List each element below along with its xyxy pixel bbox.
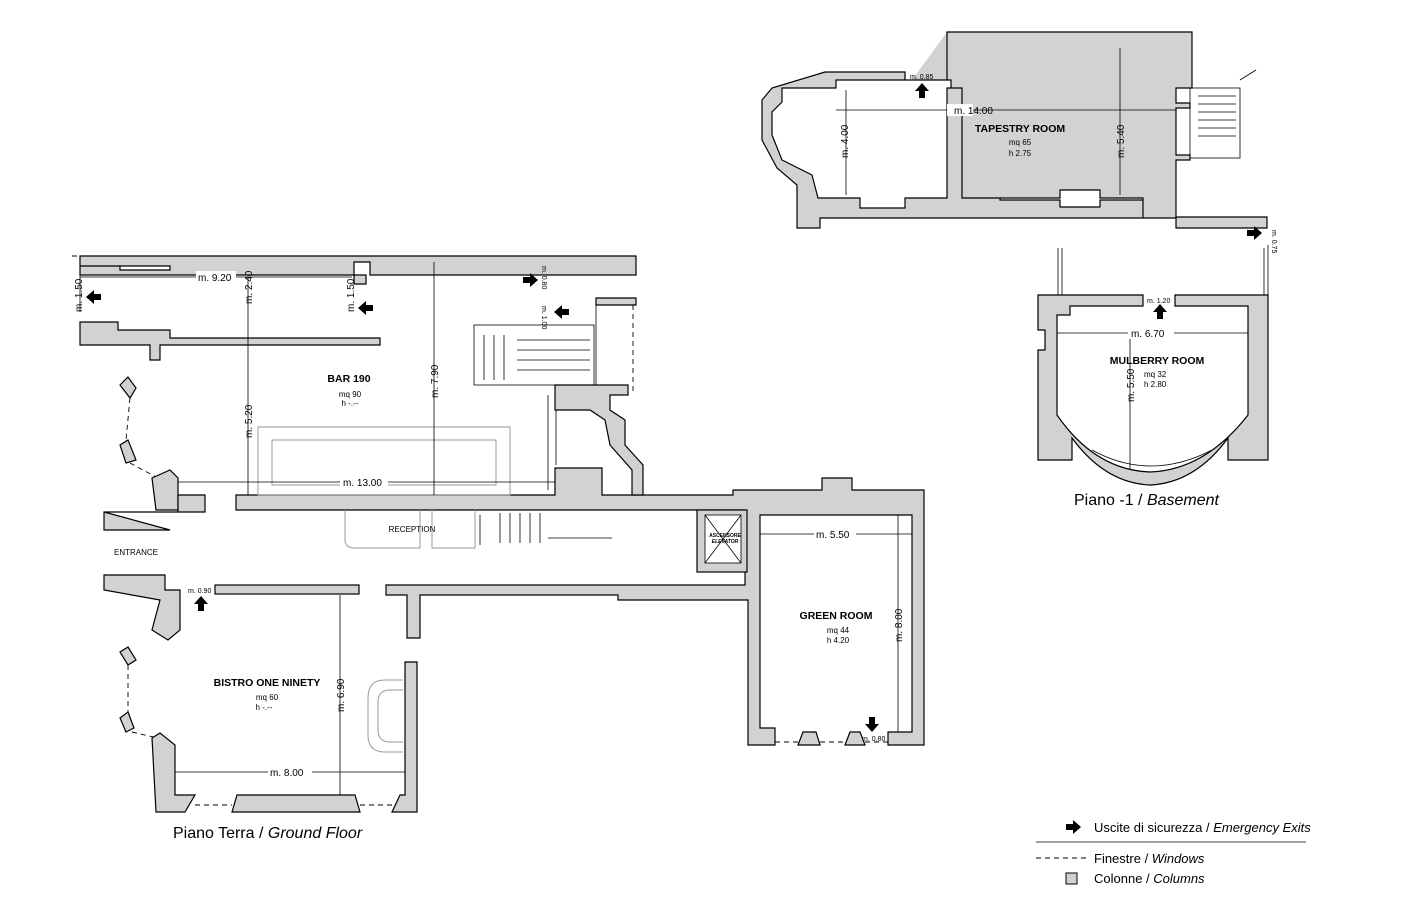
mulberry-walls (1037, 294, 1269, 486)
tapestry-height: h 2.75 (1009, 149, 1032, 158)
tapestry-room-plan: m. 14.00 m. 4.00 m. 5.40 m. 0.85 TAPESTR… (761, 31, 1268, 229)
bar-top-wall (79, 255, 637, 285)
tapestry-exit-arrow-icon (915, 83, 929, 98)
basement-caption: Piano -1 / Basement (1074, 492, 1220, 509)
column-square-icon (1065, 872, 1078, 885)
green-room-name: GREEN ROOM (800, 610, 873, 622)
bar-exit-left-arrow-icon (86, 290, 101, 304)
bistro-exit-arrow-icon (194, 596, 208, 611)
elevator-label-it: ASCENSORE (709, 533, 741, 539)
bar-exit-mid-arrow-icon (358, 301, 373, 315)
bistro-height: h -.-- (256, 703, 273, 712)
bar-150a-dim: m. 1.50 (74, 278, 85, 312)
mulberry-area: mq 32 (1144, 370, 1167, 379)
bar-area: mq 90 (339, 390, 362, 399)
mulberry-room-name: MULBERRY ROOM (1110, 355, 1205, 367)
ground-floor-caption: Piano Terra / Ground Floor (173, 825, 363, 842)
tapestry-walls (761, 31, 1268, 229)
mulberry-exit-dim: m. 1.20 (1147, 298, 1170, 305)
emergency-exit-arrow-icon (1066, 820, 1081, 834)
ground-floor-plan: ENTRANCE ASCENSORE ELEVATOR (72, 255, 925, 813)
bar-1300-dim: m. 13.00 (343, 478, 382, 489)
bar-790-dim: m. 7.90 (430, 364, 441, 398)
legend: Uscite di sicurezza / Emergency Exits Fi… (1036, 820, 1311, 886)
mulberry-exit-arrow-icon (1153, 304, 1167, 319)
tapestry-width1-dim: m. 4.00 (840, 124, 851, 158)
bar-top-dim: m. 9.20 (198, 273, 232, 284)
bar-left-wall (79, 321, 381, 361)
tapestry-area: mq 65 (1009, 138, 1032, 147)
bistro-690-dim: m. 6.90 (336, 678, 347, 712)
elevator-label-en: ELEVATOR (712, 539, 739, 545)
entrance-wall-lower (103, 574, 181, 641)
bar-height: h -.-- (342, 399, 359, 408)
legend-columns: Colonne / Columns (1094, 871, 1205, 886)
tapestry-room-name: TAPESTRY ROOM (975, 123, 1065, 135)
mulberry-height: h 2.80 (1144, 380, 1167, 389)
corridor-wall (235, 467, 925, 746)
tapestry-stair (1189, 87, 1241, 159)
basement-exit-dim: m. 0.75 (1270, 230, 1277, 253)
mulberry-width-dim: m. 6.70 (1131, 329, 1165, 340)
mulberry-height-dim: m. 5.50 (1126, 368, 1137, 402)
green-exit-dim: m. 0.80 (862, 736, 885, 743)
legend-windows: Finestre / Windows (1094, 851, 1205, 866)
bar-exit-stair-arrow-icon (554, 305, 569, 319)
bar-100-dim: m. 1.00 (540, 306, 547, 329)
tapestry-exit-dim: m. 0.85 (910, 74, 933, 81)
bistro-room-name: BISTRO ONE NINETY (214, 677, 321, 689)
green-550-dim: m. 5.50 (816, 530, 850, 541)
bistro-exit-dim: m. 0.90 (188, 588, 211, 595)
bar-240-dim: m. 2.40 (244, 270, 255, 304)
bar-080-dim: m. 0.80 (540, 266, 547, 289)
bistro-top-wall (214, 584, 360, 595)
bistro-area: mq 60 (256, 693, 279, 702)
bar-520-dim: m. 5.20 (244, 404, 255, 438)
green-800-dim: m. 8.00 (894, 608, 905, 642)
mulberry-room-plan: m. 0.75 m. 6.70 m. 5.50 m. 1.20 MULBERRY… (1037, 226, 1277, 486)
green-height: h 4.20 (827, 636, 850, 645)
tapestry-width2-dim: m. 5.40 (1116, 124, 1127, 158)
legend-exits: Uscite di sicurezza / Emergency Exits (1094, 820, 1311, 835)
tapestry-length-dim: m. 14.00 (954, 106, 993, 117)
reception-label: RECEPTION (389, 525, 436, 534)
bistro-800-dim: m. 8.00 (270, 768, 304, 779)
green-area: mq 44 (827, 626, 850, 635)
entrance-label: ENTRANCE (114, 548, 158, 557)
green-exit-arrow-icon (865, 717, 879, 732)
bistro-walls (151, 661, 418, 813)
bar-room-name: BAR 190 (327, 373, 370, 385)
bar-150b-dim: m. 1.50 (346, 278, 357, 312)
